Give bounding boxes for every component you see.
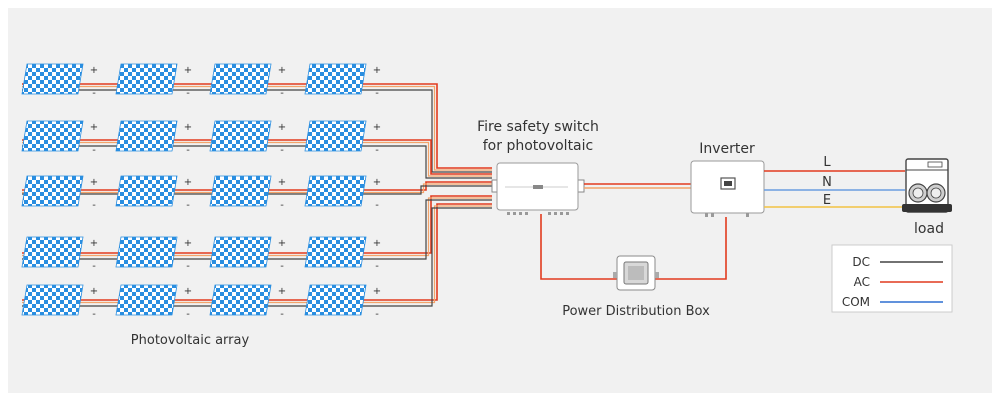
positive-terminal-sign: + [90, 122, 98, 133]
switch-label-line1: Fire safety switch [477, 119, 599, 135]
positive-terminal-sign: + [278, 65, 286, 76]
positive-terminal-sign: + [90, 238, 98, 249]
positive-terminal-sign: + [184, 286, 192, 297]
negative-terminal-sign: - [92, 145, 96, 156]
positive-terminal-sign: + [184, 65, 192, 76]
positive-terminal-sign: + [373, 238, 381, 249]
solar-panel [115, 284, 178, 316]
positive-terminal-sign: + [373, 122, 381, 133]
pv-array-label: Photovoltaic array [131, 333, 250, 348]
power-box-label: Power Distribution Box [562, 304, 710, 319]
solar-panel [115, 236, 178, 268]
negative-terminal-sign: - [280, 261, 284, 272]
negative-terminal-sign: - [186, 261, 190, 272]
solar-panel [209, 63, 272, 95]
solar-panel [304, 175, 367, 207]
power-distribution-box-icon [613, 255, 659, 291]
solar-panel [115, 63, 178, 95]
solar-panel [21, 284, 84, 316]
solar-panel [304, 63, 367, 95]
positive-terminal-sign: + [278, 122, 286, 133]
photovoltaic-array [21, 63, 367, 316]
legend-label: AC [854, 275, 870, 289]
line-E-label: E [823, 193, 831, 208]
negative-terminal-sign: - [280, 200, 284, 211]
solar-panel [209, 120, 272, 152]
positive-terminal-sign: + [90, 286, 98, 297]
negative-terminal-sign: - [280, 145, 284, 156]
solar-panel [115, 175, 178, 207]
solar-panel [304, 120, 367, 152]
load-label: load [914, 221, 944, 237]
solar-panel [21, 236, 84, 268]
negative-terminal-sign: - [375, 309, 379, 320]
solar-panel [209, 175, 272, 207]
solar-panel [209, 236, 272, 268]
positive-terminal-sign: + [184, 122, 192, 133]
legend: DC AC COM [831, 244, 953, 313]
solar-panel [115, 120, 178, 152]
negative-terminal-sign: - [92, 309, 96, 320]
fire-safety-switch [491, 162, 585, 215]
line-L-label: L [823, 155, 831, 170]
positive-terminal-sign: + [278, 286, 286, 297]
load-appliance-icon [902, 158, 952, 213]
solar-panel [21, 63, 84, 95]
negative-terminal-sign: - [92, 261, 96, 272]
negative-terminal-sign: - [280, 88, 284, 99]
negative-terminal-sign: - [375, 200, 379, 211]
positive-terminal-sign: + [184, 177, 192, 188]
negative-terminal-sign: - [375, 261, 379, 272]
negative-terminal-sign: - [186, 88, 190, 99]
solar-panel [21, 175, 84, 207]
negative-terminal-sign: - [375, 88, 379, 99]
positive-terminal-sign: + [184, 238, 192, 249]
positive-terminal-sign: + [90, 177, 98, 188]
negative-terminal-sign: - [92, 200, 96, 211]
solar-panel [304, 284, 367, 316]
solar-panel [21, 120, 84, 152]
solar-panel [209, 284, 272, 316]
inverter-label: Inverter [699, 141, 755, 157]
negative-terminal-sign: - [186, 145, 190, 156]
legend-label: DC [852, 255, 870, 269]
negative-terminal-sign: - [186, 200, 190, 211]
solar-panel [304, 236, 367, 268]
positive-terminal-sign: + [373, 286, 381, 297]
legend-label: COM [842, 295, 870, 309]
positive-terminal-sign: + [278, 177, 286, 188]
positive-terminal-sign: + [373, 177, 381, 188]
negative-terminal-sign: - [375, 145, 379, 156]
negative-terminal-sign: - [92, 88, 96, 99]
positive-terminal-sign: + [373, 65, 381, 76]
ac-wire-powerbox-inverter [655, 217, 727, 280]
ac-wire-switch-powerbox [540, 214, 618, 280]
positive-terminal-sign: + [90, 65, 98, 76]
negative-terminal-sign: - [186, 309, 190, 320]
line-N-label: N [822, 175, 832, 190]
positive-terminal-sign: + [278, 238, 286, 249]
legend-box [831, 244, 953, 313]
switch-label-line2: for photovoltaic [483, 138, 593, 154]
inverter [690, 160, 765, 217]
polarity-signs: + - + - + - + - + - + - + - + - + - + - + - + - + - + - + - + - + - + - + - + - [90, 65, 381, 320]
negative-terminal-sign: - [280, 309, 284, 320]
